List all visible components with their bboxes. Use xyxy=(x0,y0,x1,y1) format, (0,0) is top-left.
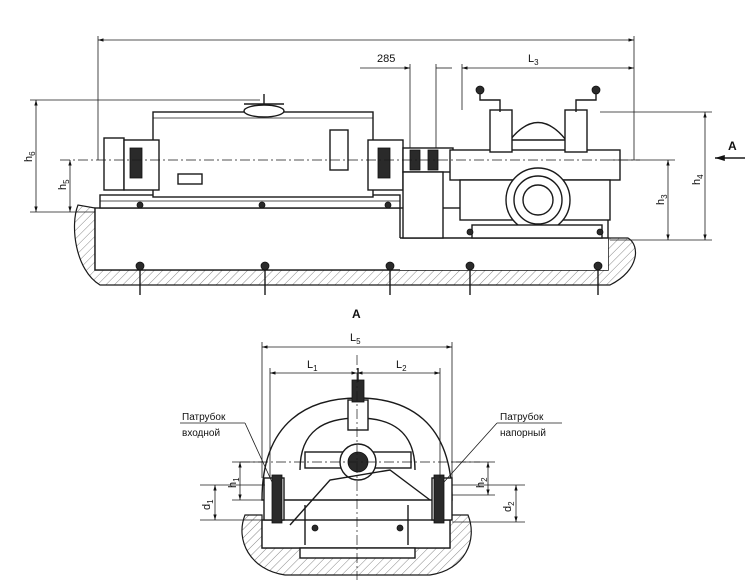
svg-text:L1: L1 xyxy=(307,359,318,373)
dim-d2: d xyxy=(502,506,514,512)
svg-text:h3: h3 xyxy=(655,194,669,205)
pump-casing xyxy=(449,85,621,239)
svg-text:h5: h5 xyxy=(57,179,71,190)
outlet-label-line1: Патрубок xyxy=(500,411,544,423)
anchor-bolts xyxy=(135,261,603,295)
svg-text:h4: h4 xyxy=(691,174,705,185)
svg-text:d1: d1 xyxy=(201,499,215,510)
side-view: 285 L3 h6 h5 h3 h4 A xyxy=(23,36,745,295)
dim-L2: L xyxy=(396,359,402,371)
dim-h4: h xyxy=(691,179,703,185)
outlet-label-line2: напорный xyxy=(500,428,546,439)
dim-L5: L xyxy=(350,332,356,344)
svg-text:h6: h6 xyxy=(23,151,37,162)
electric-motor xyxy=(103,94,404,198)
svg-text:h1: h1 xyxy=(227,477,241,488)
dim-h5: h xyxy=(57,184,69,190)
view-arrow-label: A xyxy=(728,139,737,153)
end-view-a: A L5 L1 xyxy=(180,307,562,580)
svg-text:L3: L3 xyxy=(528,53,539,67)
dim-h3: h xyxy=(655,199,667,205)
svg-text:h2: h2 xyxy=(475,477,489,488)
svg-text:d2: d2 xyxy=(502,501,516,512)
svg-text:L5: L5 xyxy=(350,332,361,346)
inlet-label-line1: Патрубок xyxy=(182,411,226,423)
dim-d1: d xyxy=(201,504,213,510)
foundation-ground xyxy=(73,204,636,286)
dim-L3: L xyxy=(528,53,534,65)
dim-L1: L xyxy=(307,359,313,371)
end-view-ground xyxy=(241,514,472,576)
inlet-label-line2: входной xyxy=(182,428,220,439)
end-view-title: A xyxy=(352,307,361,321)
dim-285: 285 xyxy=(377,53,395,65)
dim-h6: h xyxy=(23,156,35,162)
svg-text:L2: L2 xyxy=(396,359,407,373)
